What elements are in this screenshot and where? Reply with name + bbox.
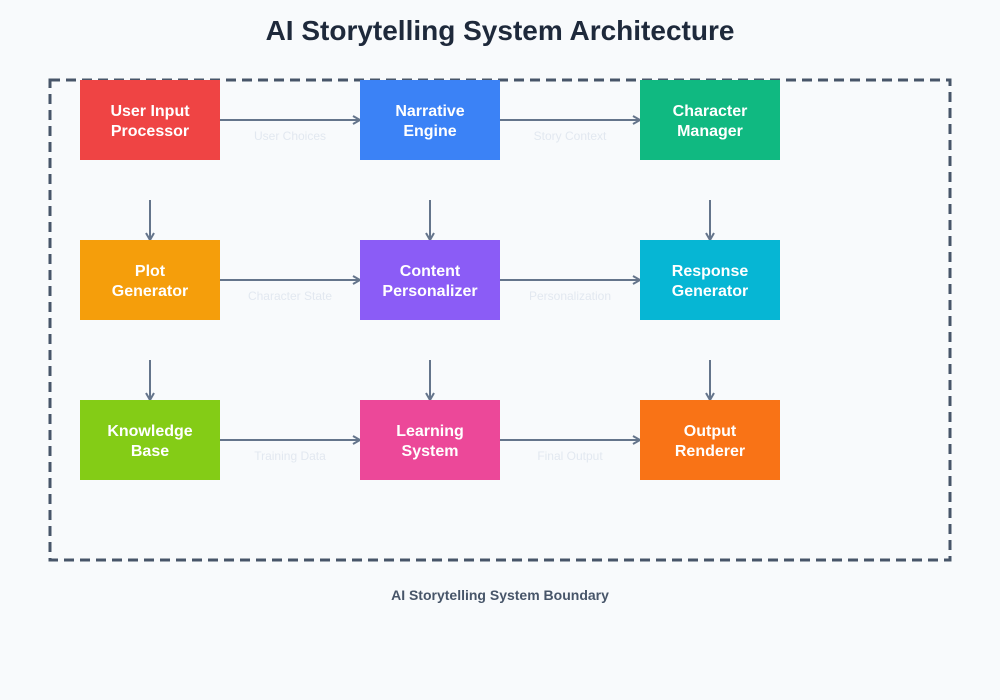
node-label: Narrative xyxy=(395,103,464,120)
edge-label: Final Output xyxy=(537,449,603,463)
node-box xyxy=(640,400,780,480)
node-box xyxy=(640,80,780,160)
edge-label: User Choices xyxy=(254,129,326,143)
node-box xyxy=(640,240,780,320)
edge-label: Personalization xyxy=(529,289,611,303)
edge-label: Story Context xyxy=(534,129,607,143)
edge-label: Training Data xyxy=(254,449,326,463)
node-box xyxy=(360,240,500,320)
node-label: Learning xyxy=(396,423,464,440)
node-box xyxy=(360,80,500,160)
node-label: Renderer xyxy=(675,443,745,460)
edge-label: Character State xyxy=(248,289,332,303)
node-box xyxy=(80,400,220,480)
node-label: Knowledge xyxy=(107,423,192,440)
node-label: Base xyxy=(131,443,169,460)
node-label: Output xyxy=(684,423,737,440)
node-label: Character xyxy=(673,103,748,120)
node-box xyxy=(80,240,220,320)
node-label: Engine xyxy=(403,123,456,140)
node-label: System xyxy=(402,443,459,460)
node-label: Personalizer xyxy=(382,283,477,300)
node-label: Processor xyxy=(111,123,189,140)
node-label: Manager xyxy=(677,123,743,140)
boundary-label: AI Storytelling System Boundary xyxy=(391,587,609,603)
node-label: Response xyxy=(672,263,749,280)
diagram-title: AI Storytelling System Architecture xyxy=(266,15,735,46)
node-label: User Input xyxy=(110,103,190,120)
node-label: Generator xyxy=(672,283,748,300)
node-box xyxy=(80,80,220,160)
node-label: Generator xyxy=(112,283,188,300)
node-label: Content xyxy=(400,263,461,280)
node-box xyxy=(360,400,500,480)
node-label: Plot xyxy=(135,263,166,280)
